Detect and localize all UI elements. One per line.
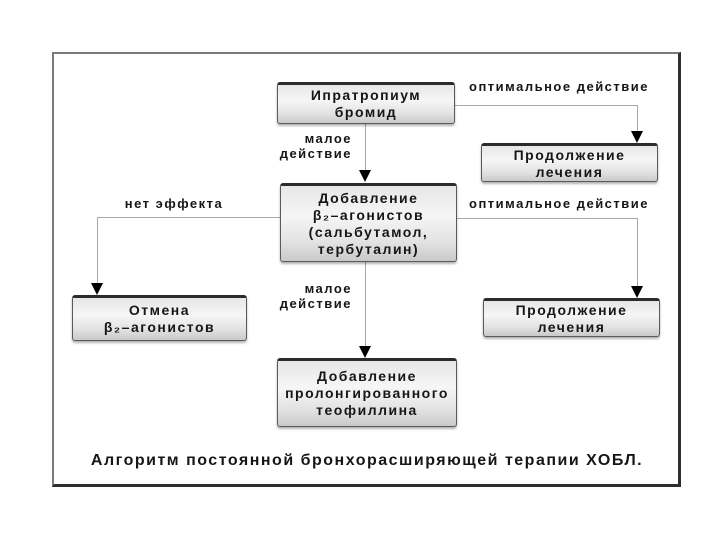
edge-addbeta-to-continue-bottom-line-h bbox=[457, 218, 637, 219]
node-add-beta2-agonists: Добавление β₂–агонистов (сальбутамол, те… bbox=[280, 183, 457, 262]
edge-ipratropium-to-continue-top-line-h bbox=[455, 105, 637, 106]
edge-addbeta-to-theophylline-line bbox=[365, 262, 366, 347]
node-cancel-beta2-agonists: Отмена β₂–агонистов bbox=[72, 295, 247, 341]
node-add-prolonged-theophylline: Добавление пролонгированного теофиллина bbox=[277, 358, 457, 427]
node-continue-treatment-bottom: Продолжение лечения bbox=[483, 298, 660, 337]
arrow-down-icon bbox=[359, 346, 371, 358]
edge-addbeta-to-cancel-line-h bbox=[97, 217, 280, 218]
edge-label-no-effect: нет эффекта bbox=[124, 196, 224, 211]
edge-ipratropium-to-addbeta-line bbox=[365, 124, 366, 170]
edge-addbeta-to-continue-bottom-line-v bbox=[637, 218, 638, 287]
node-ipratropium-bromide: Ипратропиум бромид bbox=[277, 82, 455, 124]
arrow-down-icon bbox=[359, 170, 371, 182]
node-continue-treatment-top: Продолжение лечения bbox=[481, 143, 658, 182]
edge-ipratropium-to-continue-top-line-v bbox=[637, 105, 638, 132]
arrow-down-icon bbox=[91, 283, 103, 295]
arrow-down-icon bbox=[631, 131, 643, 143]
edge-label-optimal-effect-top: оптимальное действие bbox=[469, 79, 649, 94]
edge-label-small-effect-mid: малое действие bbox=[279, 281, 352, 311]
edge-label-optimal-effect-mid: оптимальное действие bbox=[469, 196, 649, 211]
edge-addbeta-to-cancel-line-v bbox=[97, 217, 98, 284]
arrow-down-icon bbox=[631, 286, 643, 298]
diagram-caption: Алгоритм постоянной бронхорасширяющей те… bbox=[90, 452, 644, 469]
edge-label-small-effect-top: малое действие bbox=[279, 131, 352, 161]
